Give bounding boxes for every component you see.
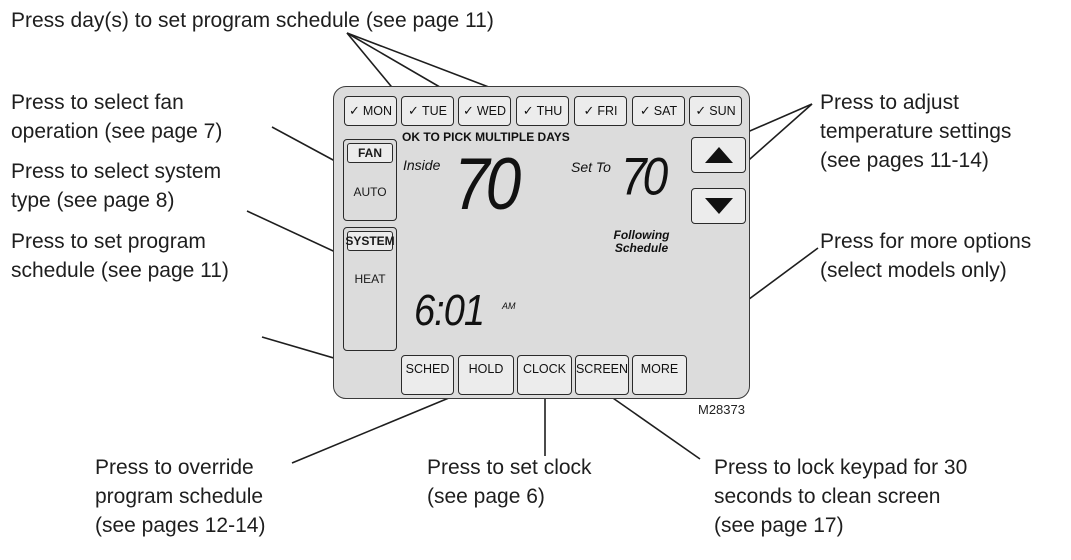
callout-fan-line-2: operation (see page 7) — [11, 120, 223, 143]
day-button-sun[interactable]: ✓SUN — [689, 96, 742, 126]
day-label-wed: WED — [476, 104, 507, 118]
callout-temp: Press to adjust temperature settings (se… — [820, 88, 1011, 175]
callout-screen-line-1: Press to lock keypad for 30 — [714, 456, 968, 479]
inside-label: Inside — [403, 157, 441, 173]
day-label-sun: SUN — [709, 104, 736, 118]
check-icon: ✓ — [583, 103, 595, 118]
callout-hold-line-3: (see pages 12-14) — [95, 514, 266, 537]
temperature-down-button[interactable] — [691, 188, 746, 224]
check-icon: ✓ — [695, 103, 707, 118]
callout-more-line-1: Press for more options — [820, 230, 1032, 253]
callout-temp-line-3: (see pages 11-14) — [820, 149, 989, 172]
callout-system-line-1: Press to select system — [11, 160, 222, 183]
callout-system-line-2: type (see page 8) — [11, 189, 175, 212]
system-tag: SYSTEM — [345, 231, 395, 251]
day-button-wed[interactable]: ✓WED — [458, 96, 511, 126]
callout-hold-line-1: Press to override — [95, 456, 254, 479]
callout-clock: Press to set clock (see page 6) — [427, 453, 592, 511]
callout-more: Press for more options (select models on… — [820, 227, 1031, 285]
current-time: 6:01 — [414, 287, 485, 336]
callout-temp-line-1: Press to adjust — [820, 91, 959, 114]
fan-tag: FAN — [347, 143, 393, 163]
day-label-thu: THU — [536, 104, 563, 118]
day-button-fri[interactable]: ✓FRI — [574, 96, 627, 126]
callout-clock-line-1: Press to set clock — [427, 456, 592, 479]
day-label-mon: MON — [362, 104, 393, 118]
day-label-fri: FRI — [597, 104, 618, 118]
schedule-status: Following Schedule — [604, 229, 679, 255]
day-button-sat[interactable]: ✓SAT — [632, 96, 685, 126]
system-button[interactable]: SYSTEM HEAT — [343, 227, 397, 351]
callout-system: Press to select system type (see page 8) — [11, 157, 221, 215]
callout-days-line: Press day(s) to set program schedule (se… — [11, 9, 494, 32]
callout-fan-line-1: Press to select fan — [11, 91, 184, 114]
callout-hold-line-2: program schedule — [95, 485, 264, 508]
day-button-thu[interactable]: ✓THU — [516, 96, 569, 126]
callout-clock-line-2: (see page 6) — [427, 485, 545, 508]
day-button-mon[interactable]: ✓MON — [344, 96, 397, 126]
set-temperature: 70 — [621, 146, 668, 206]
set-to-label: Set To — [571, 159, 611, 175]
check-icon: ✓ — [522, 103, 534, 118]
callout-sched: Press to set program schedule (see page … — [11, 227, 229, 285]
fan-button[interactable]: FAN AUTO — [343, 139, 397, 221]
callout-hold: Press to override program schedule (see … — [95, 453, 265, 540]
sched-button[interactable]: SCHED — [401, 355, 454, 395]
callout-screen-line-2: seconds to clean screen — [714, 485, 941, 508]
triangle-up-icon — [704, 147, 733, 163]
fan-value: AUTO — [353, 185, 387, 199]
callout-days: Press day(s) to set program schedule (se… — [11, 6, 494, 35]
callout-fan: Press to select fan operation (see page … — [11, 88, 222, 146]
more-button[interactable]: MORE — [632, 355, 687, 395]
pick-multiple-days-label: OK TO PICK MULTIPLE DAYS — [402, 130, 570, 144]
check-icon: ✓ — [348, 103, 360, 118]
day-label-tue: TUE — [421, 104, 447, 118]
schedule-status-line-1: Following — [613, 228, 670, 242]
model-number: M28373 — [698, 402, 745, 417]
callout-more-line-2: (select models only) — [820, 259, 1007, 282]
callout-screen-line-3: (see page 17) — [714, 514, 844, 537]
callout-temp-line-2: temperature settings — [820, 120, 1012, 143]
system-value: HEAT — [354, 272, 386, 286]
temperature-up-button[interactable] — [691, 137, 746, 173]
screen-button[interactable]: SCREEN — [575, 355, 629, 395]
clock-button[interactable]: CLOCK — [517, 355, 572, 395]
leader-screen — [609, 395, 701, 460]
inside-temperature: 70 — [454, 142, 521, 225]
am-indicator: AM — [502, 301, 516, 311]
hold-button[interactable]: HOLD — [458, 355, 514, 395]
callout-screen: Press to lock keypad for 30 seconds to c… — [714, 453, 967, 540]
triangle-down-icon — [704, 198, 733, 214]
day-button-tue[interactable]: ✓TUE — [401, 96, 454, 126]
check-icon: ✓ — [408, 103, 419, 118]
check-icon: ✓ — [462, 103, 474, 118]
callout-sched-line-1: Press to set program — [11, 230, 206, 253]
day-label-sat: SAT — [653, 104, 678, 118]
callout-sched-line-2: schedule (see page 11) — [11, 259, 229, 282]
check-icon: ✓ — [639, 103, 651, 118]
thermostat-display: ✓MON ✓TUE ✓WED ✓THU ✓FRI ✓SAT ✓SUN OK TO… — [333, 86, 750, 399]
schedule-status-line-2: Schedule — [614, 241, 669, 255]
